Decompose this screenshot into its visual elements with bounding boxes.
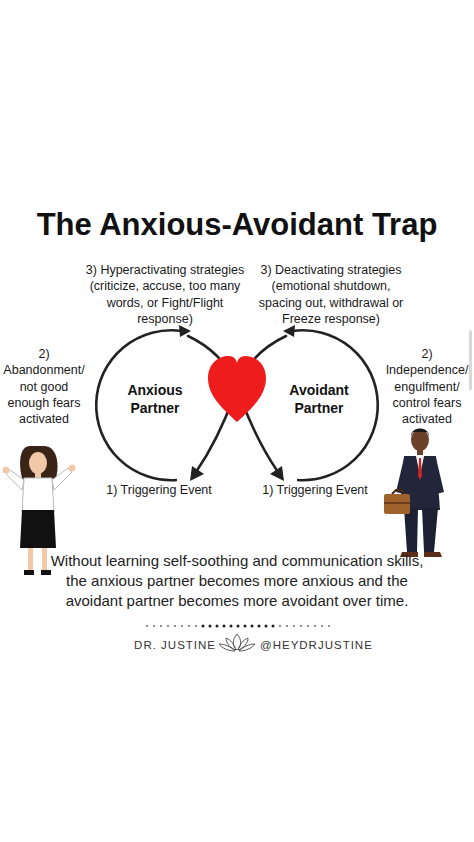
credit-text: @HEYDRJUSTINE [260,638,373,653]
caption: Without learning self-soothing and commu… [40,551,434,610]
heart [208,356,266,422]
step-label: 3) Deactivating strategies (emotional sh… [249,262,413,327]
arrow-head [190,466,204,481]
dotted-rule [146,625,330,628]
partner-loop: Anxious Partner [87,327,243,483]
title: The Anxious-Avoidant Trap [0,206,474,243]
man-figure [384,429,444,558]
arrow-head [270,466,284,481]
step-label: 3) Hyperactivating strategies (criticize… [84,262,246,327]
loop-crossing [188,336,286,472]
step-label: 1) Triggering Event [254,482,376,498]
lotus-icon [219,634,255,651]
credit-text: DR. JUSTINE [134,638,216,653]
partner-name: Avoidant Partner [279,381,359,417]
step-label: 2) Independence/ engulfment/ control fea… [382,346,472,427]
partner-loop: Avoidant Partner [231,327,387,483]
partner-name: Anxious Partner [115,381,195,417]
step-label: 1) Triggering Event [98,482,220,498]
step-label: 2) Abandonment/ not good enough fears ac… [2,346,86,427]
scroll-mark [469,330,472,390]
